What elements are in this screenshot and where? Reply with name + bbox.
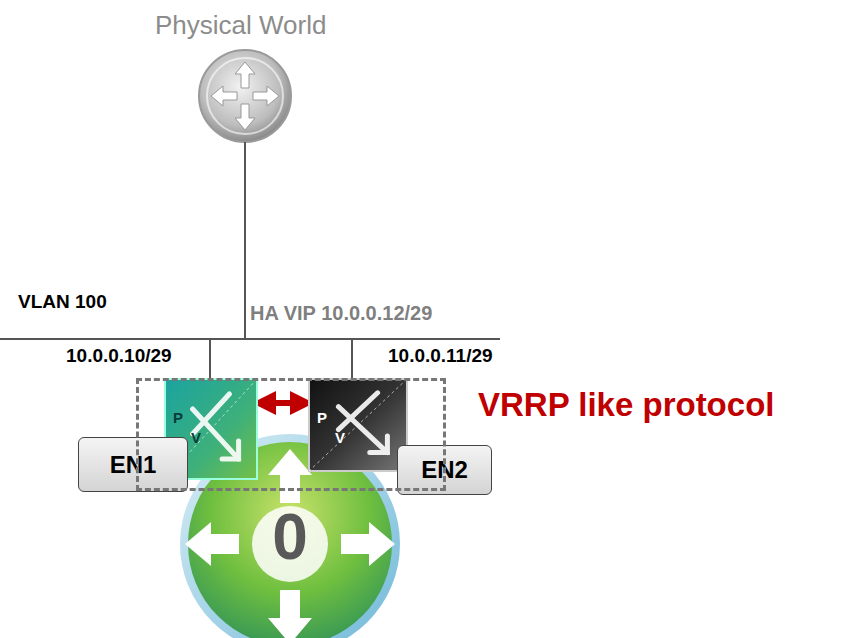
icon-letter: P	[317, 409, 327, 426]
tier-number: 0	[168, 500, 412, 574]
node-name: EN1	[110, 451, 157, 479]
icon-letter: V	[335, 429, 345, 446]
edge-node-tag: EN2	[397, 445, 492, 495]
icon-letter: P	[173, 409, 183, 426]
address-label: 10.0.0.11/29	[388, 345, 493, 367]
edge-node-tag: EN1	[78, 437, 188, 492]
network-label: Physical World	[155, 10, 326, 41]
address-label: VLAN 100	[18, 291, 107, 313]
address-label: 10.0.0.10/29	[66, 345, 172, 367]
node-name: EN2	[421, 456, 468, 484]
ha-link-arrow	[258, 400, 308, 406]
address-label: HA VIP 10.0.0.12/29	[250, 302, 432, 325]
edge-node-icon: PV	[309, 379, 407, 471]
protocol-label: VRRP like protocol	[478, 386, 774, 424]
icon-letter: V	[191, 429, 201, 446]
